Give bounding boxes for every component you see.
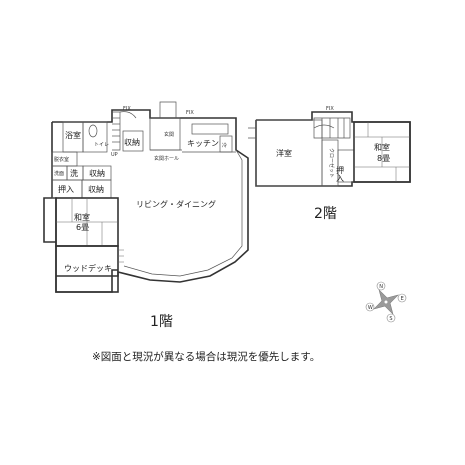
- japanese-room-1f-label: 和室: [74, 212, 90, 222]
- storage-c-cell: [122, 130, 144, 152]
- tatami-lines-2f: [354, 122, 410, 182]
- bath-label: 浴室: [65, 130, 81, 140]
- western-room-label: 洋室: [276, 148, 292, 158]
- japanese-room-1f-size: 6畳: [76, 223, 89, 232]
- toilet-room: [82, 121, 108, 153]
- storage-c-label: 収納: [124, 137, 140, 147]
- floor-2-stairs: [313, 117, 351, 139]
- entrance-hall-label: 玄関ホール: [154, 155, 179, 162]
- floor-1-bay-window: [123, 149, 243, 277]
- toilet-fixture: [88, 124, 98, 138]
- storage-a-label: 収納: [89, 168, 105, 178]
- washroom-label: 洗面: [54, 170, 64, 177]
- fix-label-a: FIX: [123, 106, 131, 112]
- kitchen-counter: [191, 123, 229, 135]
- floor-1-plan: [43, 101, 249, 293]
- closet-2f-label: クローゼット: [328, 148, 335, 178]
- wood-deck-label: ウッドデッキ: [64, 263, 112, 273]
- disclaimer-note: ※図面と現況が異なる場合は現況を優先します。: [92, 350, 320, 363]
- fix-label-2f: FIX: [326, 106, 334, 112]
- fix-label-b: FIX: [186, 110, 194, 116]
- toilet-label: トイレ: [94, 142, 109, 148]
- japanese-room-2f-size: 8畳: [377, 154, 390, 163]
- floor-1-stairs: [112, 111, 137, 151]
- oshiire-2f-label: 押入: [336, 165, 345, 182]
- compass-w: W: [368, 305, 373, 311]
- floor-1-label: 1階: [150, 314, 173, 330]
- ref-label: 冷: [222, 142, 227, 149]
- tatami-lines-1f: [56, 198, 118, 246]
- dressing-label: 脱衣室: [54, 156, 69, 163]
- entrance-door: [159, 101, 177, 118]
- wood-deck: [55, 245, 119, 293]
- closet-label: 押入: [58, 184, 74, 194]
- living-dining-label: リビング・ダイニング: [136, 199, 216, 209]
- wash-label: 洗: [70, 168, 78, 178]
- storage-b-label: 収納: [88, 184, 104, 194]
- entrance-label: 玄関: [164, 131, 174, 138]
- kitchen-label: キッチン: [187, 139, 219, 148]
- compass-n: N: [379, 284, 383, 290]
- japanese-room-2f-label: 和室: [374, 142, 390, 152]
- compass-s: S: [389, 316, 392, 322]
- floor-2-plan: [248, 111, 411, 187]
- japanese-room-2f: [353, 121, 411, 183]
- up-label: UP: [111, 152, 118, 158]
- compass-icon: N E S W: [365, 281, 407, 323]
- floor-2-label: 2階: [314, 206, 337, 222]
- compass-e: E: [401, 296, 404, 302]
